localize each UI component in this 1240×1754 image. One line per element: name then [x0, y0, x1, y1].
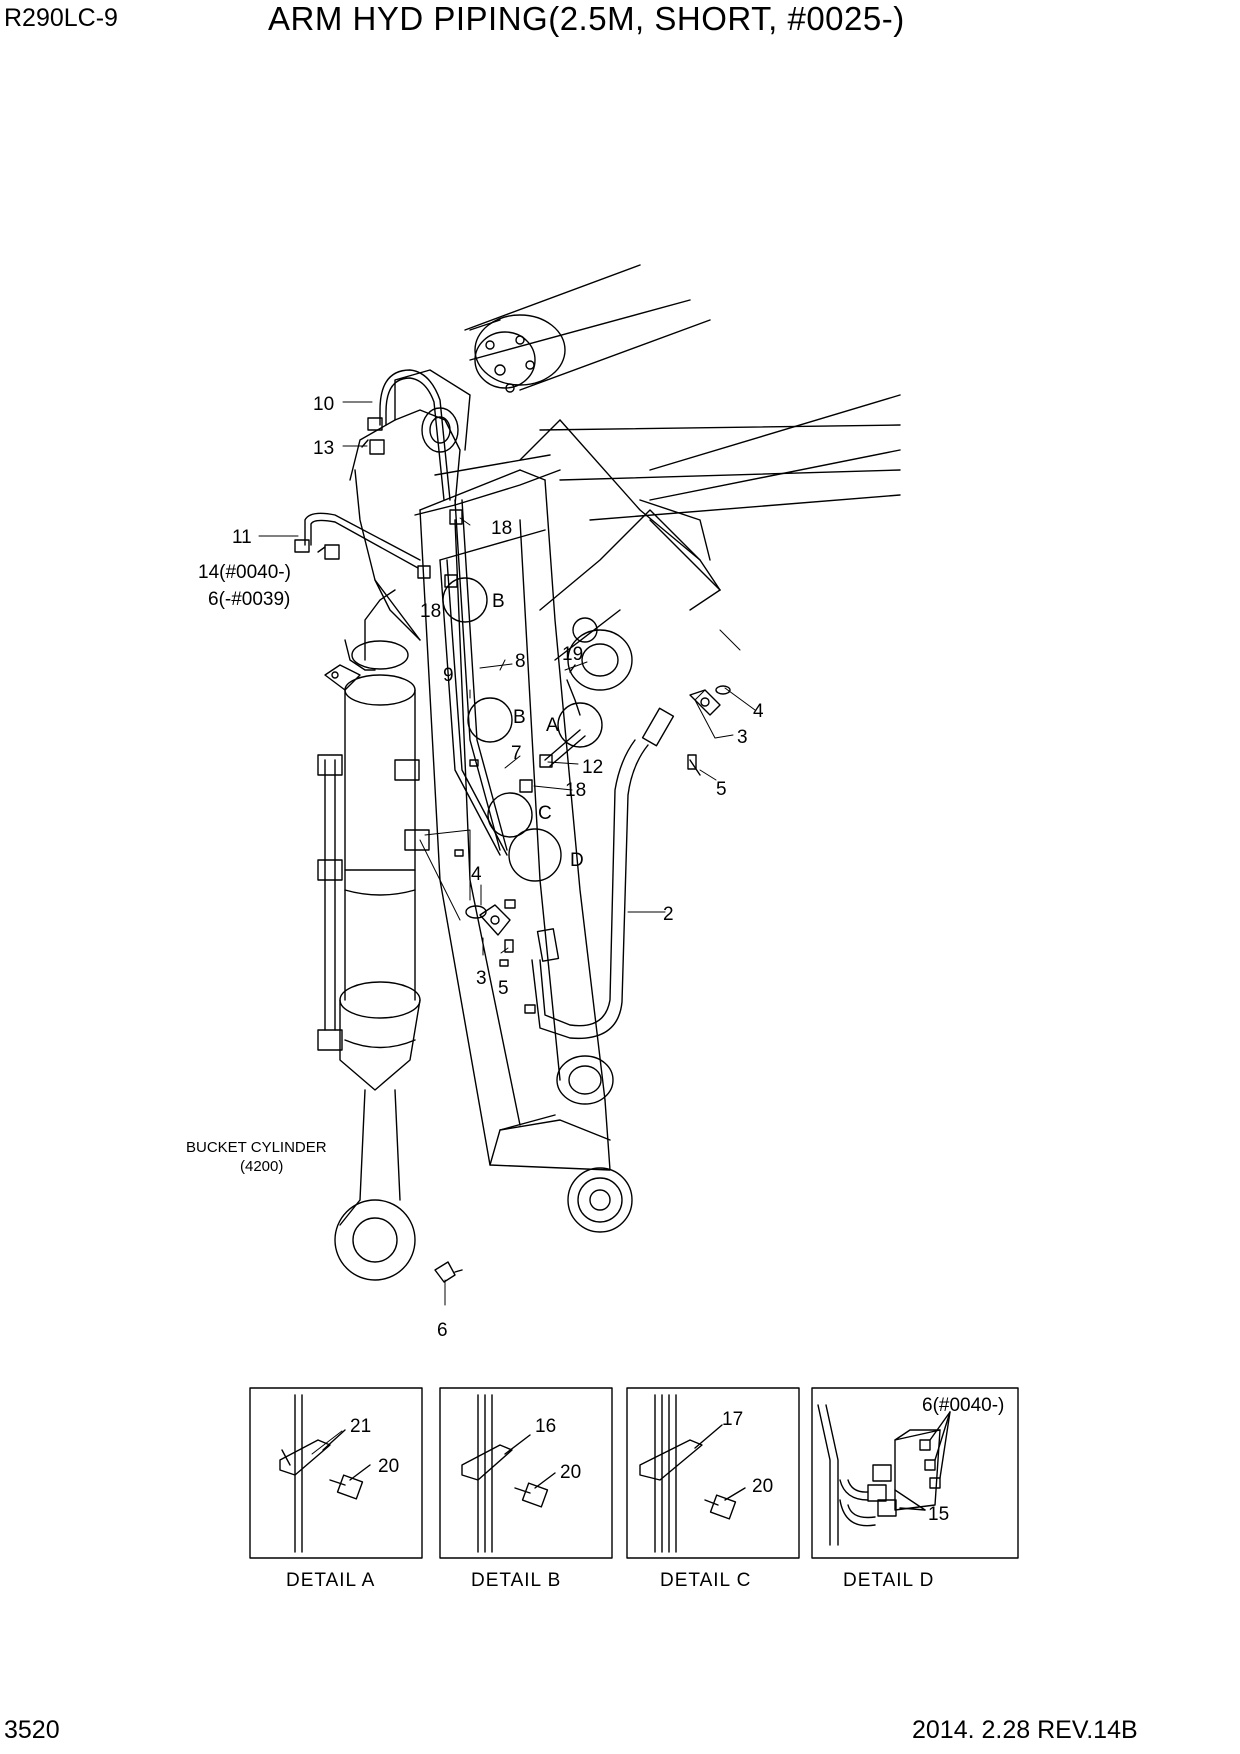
- detail-b-label-2: 20: [560, 1462, 581, 1483]
- detail-a-box: [249, 1387, 423, 1559]
- arm-body: [349, 369, 701, 1233]
- boom-structure: [464, 264, 901, 611]
- detail-d-box: [811, 1387, 1019, 1559]
- callout-3-upper: 3: [737, 727, 748, 748]
- callout-D: D: [570, 850, 584, 871]
- callout-3-lower: 3: [476, 968, 487, 989]
- detail-c-box: [626, 1387, 800, 1559]
- callout-13: 13: [313, 438, 334, 459]
- detail-a-caption: DETAIL A: [286, 1570, 375, 1591]
- callout-6-early: 6(-#0039): [208, 589, 290, 610]
- detail-c-label-1: 17: [722, 1409, 743, 1430]
- detail-circles: [442, 577, 603, 882]
- bucket-cylinder: [317, 589, 430, 1281]
- callout-4-lower: 4: [471, 864, 482, 885]
- callout-18-left: 18: [420, 601, 441, 622]
- callout-A: A: [546, 715, 559, 736]
- detail-b-caption: DETAIL B: [471, 1570, 561, 1591]
- detail-b-box: [439, 1387, 613, 1559]
- bucket-cylinder-code: (4200): [240, 1158, 283, 1175]
- leader-lines: [258, 401, 756, 1306]
- page-number: 3520: [4, 1716, 60, 1744]
- callout-4-upper: 4: [753, 701, 764, 722]
- detail-panels: [249, 1387, 1019, 1559]
- callout-12: 12: [582, 757, 603, 778]
- callout-8: 8: [515, 651, 526, 672]
- detail-d-label-2: 15: [928, 1504, 949, 1525]
- callout-6-bottom: 6: [437, 1320, 448, 1341]
- page-title: ARM HYD PIPING(2.5M, SHORT, #0025-): [268, 0, 905, 37]
- hyd-pipes: [304, 369, 675, 1040]
- callout-5-lower: 5: [498, 978, 509, 999]
- bucket-cylinder-name: BUCKET CYLINDER: [186, 1139, 327, 1156]
- detail-a-label-2: 20: [378, 1456, 399, 1477]
- detail-c-label-2: 20: [752, 1476, 773, 1497]
- callout-7: 7: [511, 743, 522, 764]
- callout-19: 19: [562, 644, 583, 665]
- callout-10: 10: [313, 394, 334, 415]
- main-callouts: 10 13 11 14(#0040-) 6(-#0039) 18 18 B 9 …: [186, 394, 764, 1341]
- callout-C: C: [538, 803, 552, 824]
- callout-5-upper: 5: [716, 779, 727, 800]
- callout-18-top: 18: [491, 518, 512, 539]
- callout-2: 2: [663, 904, 674, 925]
- callout-B-lower: B: [513, 707, 526, 728]
- detail-d-caption: DETAIL D: [843, 1570, 934, 1591]
- detail-c-caption: DETAIL C: [660, 1570, 751, 1591]
- detail-b-label-1: 16: [535, 1416, 556, 1437]
- date-revision: 2014. 2.28 REV.14B: [912, 1716, 1138, 1744]
- callout-18-lower: 18: [565, 780, 586, 801]
- callout-B-upper: B: [492, 591, 505, 612]
- detail-labels: 21 20 16 20 17 20 6(#0040-) 15 DETAIL A …: [286, 1395, 1004, 1591]
- callout-14: 14(#0040-): [198, 562, 291, 583]
- callout-11: 11: [232, 527, 252, 548]
- fittings: [294, 417, 731, 1283]
- callout-9: 9: [443, 665, 454, 686]
- detail-a-label-1: 21: [350, 1416, 371, 1437]
- model-number: R290LC-9: [4, 4, 118, 32]
- detail-d-label-1: 6(#0040-): [922, 1395, 1004, 1416]
